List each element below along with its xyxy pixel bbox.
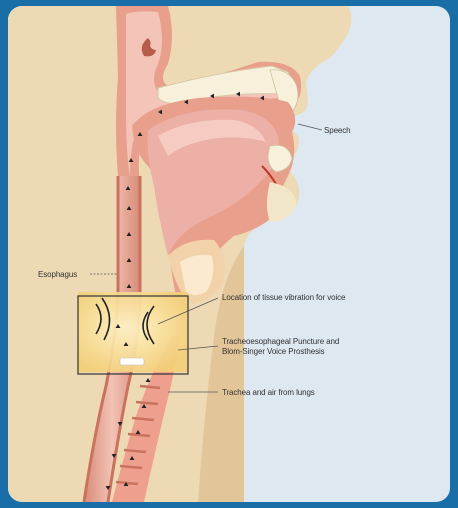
label-esophagus: Esophagus — [38, 270, 77, 279]
label-puncture-line2: Blom-Singer Voice Prosthesis — [222, 347, 325, 356]
label-speech: Speech — [324, 126, 351, 135]
label-tissue-vibration: Location of tissue vibration for voice — [222, 293, 345, 302]
diagram-panel: Speech Esophagus Location of tissue vibr… — [8, 6, 450, 502]
label-trachea: Trachea and air from lungs — [222, 388, 315, 397]
label-puncture-line1: Tracheoesophageal Puncture and — [222, 337, 339, 346]
leader-speech — [298, 124, 322, 130]
voice-prosthesis — [120, 358, 144, 365]
anatomy-illustration — [8, 6, 450, 502]
